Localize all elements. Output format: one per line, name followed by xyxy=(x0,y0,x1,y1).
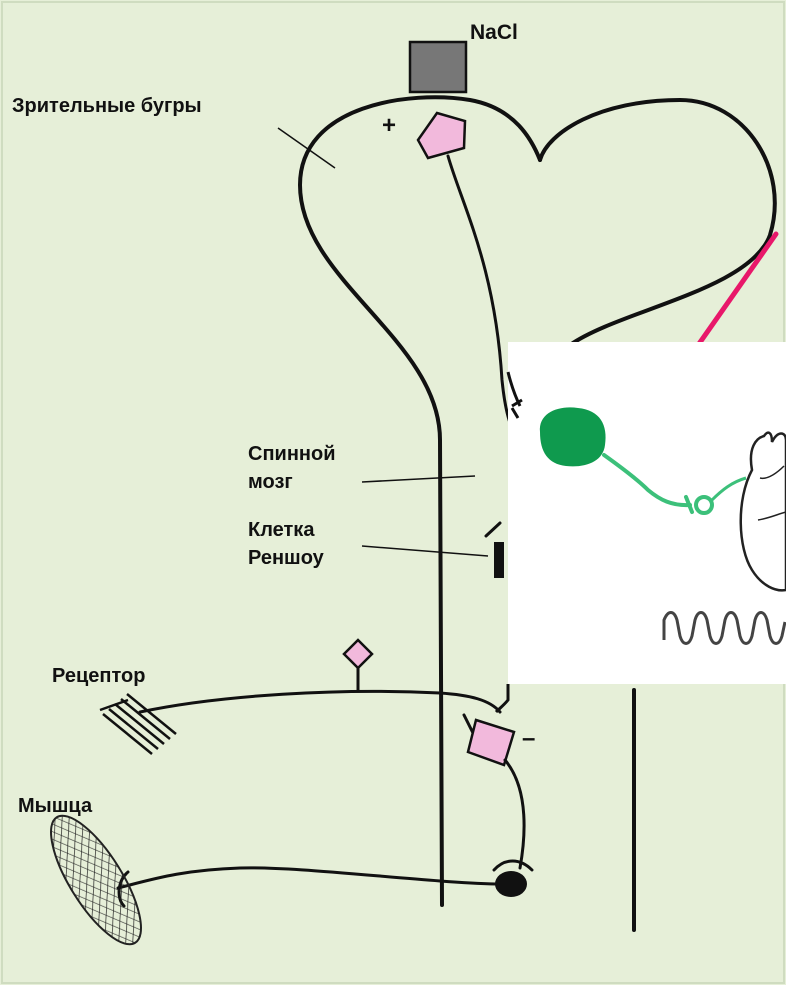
nacl-label: NaCl xyxy=(470,21,518,44)
thalamus-label: Зрительные бугры xyxy=(12,95,202,117)
nacl-crystal xyxy=(410,42,466,92)
thalamic-neuron xyxy=(418,113,465,158)
sensory-ganglion-neuron xyxy=(344,640,372,668)
spinal-cord-label-1: Спинной xyxy=(248,443,336,465)
brain-outline-left xyxy=(300,97,540,905)
afferent-fiber xyxy=(140,691,500,712)
renshaw-label-1: Клетка xyxy=(248,519,315,541)
minus-sign: – xyxy=(522,725,535,752)
brain-outline-right xyxy=(540,100,775,345)
spinal-cord-leader xyxy=(362,476,475,482)
renshaw-cell xyxy=(494,542,504,578)
inset-green-neuron xyxy=(540,407,606,466)
motor-neuron xyxy=(495,871,527,897)
interneuron-axon xyxy=(505,760,524,868)
renshaw-leader xyxy=(362,546,488,556)
motor-axon xyxy=(118,868,496,888)
receptor-label: Рецептор xyxy=(52,665,145,687)
plus-sign: + xyxy=(382,112,396,139)
inset-panel xyxy=(508,342,786,684)
interneuron-terminal xyxy=(494,861,532,870)
spinal-cord-label-2: мозг xyxy=(248,471,293,493)
muscle-crosshatch xyxy=(35,803,158,956)
interneuron xyxy=(468,720,514,765)
thalamus-leader xyxy=(278,128,335,168)
renshaw-synapse xyxy=(486,523,500,536)
descending-axon xyxy=(448,156,518,440)
renshaw-label-2: Реншоу xyxy=(248,547,325,569)
receptor-icon xyxy=(100,694,176,754)
muscle-label: Мышца xyxy=(18,795,93,817)
